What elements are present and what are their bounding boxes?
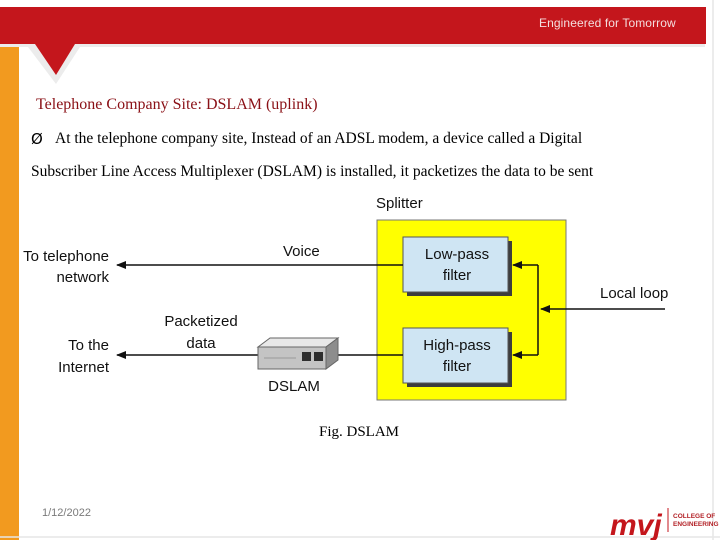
body-text-line-2: Subscriber Line Access Multiplexer (DSLA…	[31, 163, 594, 180]
packetized-label-2: data	[186, 335, 216, 352]
to-telephone-label-1: To telephone	[23, 248, 109, 265]
body-text-line-1: At the telephone company site, Instead o…	[55, 130, 583, 147]
to-telephone-label-2: network	[56, 269, 109, 286]
voice-label: Voice	[283, 243, 320, 260]
figure-caption: Fig. DSLAM	[319, 424, 400, 440]
low-pass-label-2: filter	[443, 267, 471, 284]
slide-title: Telephone Company Site: DSLAM (uplink)	[36, 96, 318, 113]
high-pass-label-1: High-pass	[423, 337, 491, 354]
dslam-label: DSLAM	[268, 378, 320, 395]
local-loop-label: Local loop	[600, 285, 668, 302]
dslam-device-icon	[256, 337, 340, 370]
bullet-arrow-icon: Ø	[31, 130, 43, 148]
low-pass-label-1: Low-pass	[425, 246, 489, 263]
footer-date: 1/12/2022	[42, 507, 91, 519]
to-internet-label-1: To the	[68, 337, 109, 354]
high-pass-label-2: filter	[443, 358, 471, 375]
to-internet-label-2: Internet	[58, 359, 110, 376]
header-tagline: Engineered for Tomorrow	[539, 16, 676, 30]
packetized-label-1: Packetized	[164, 313, 237, 330]
splitter-label: Splitter	[376, 195, 423, 212]
orange-accent-bar	[0, 45, 19, 540]
header-red-band	[0, 7, 706, 75]
